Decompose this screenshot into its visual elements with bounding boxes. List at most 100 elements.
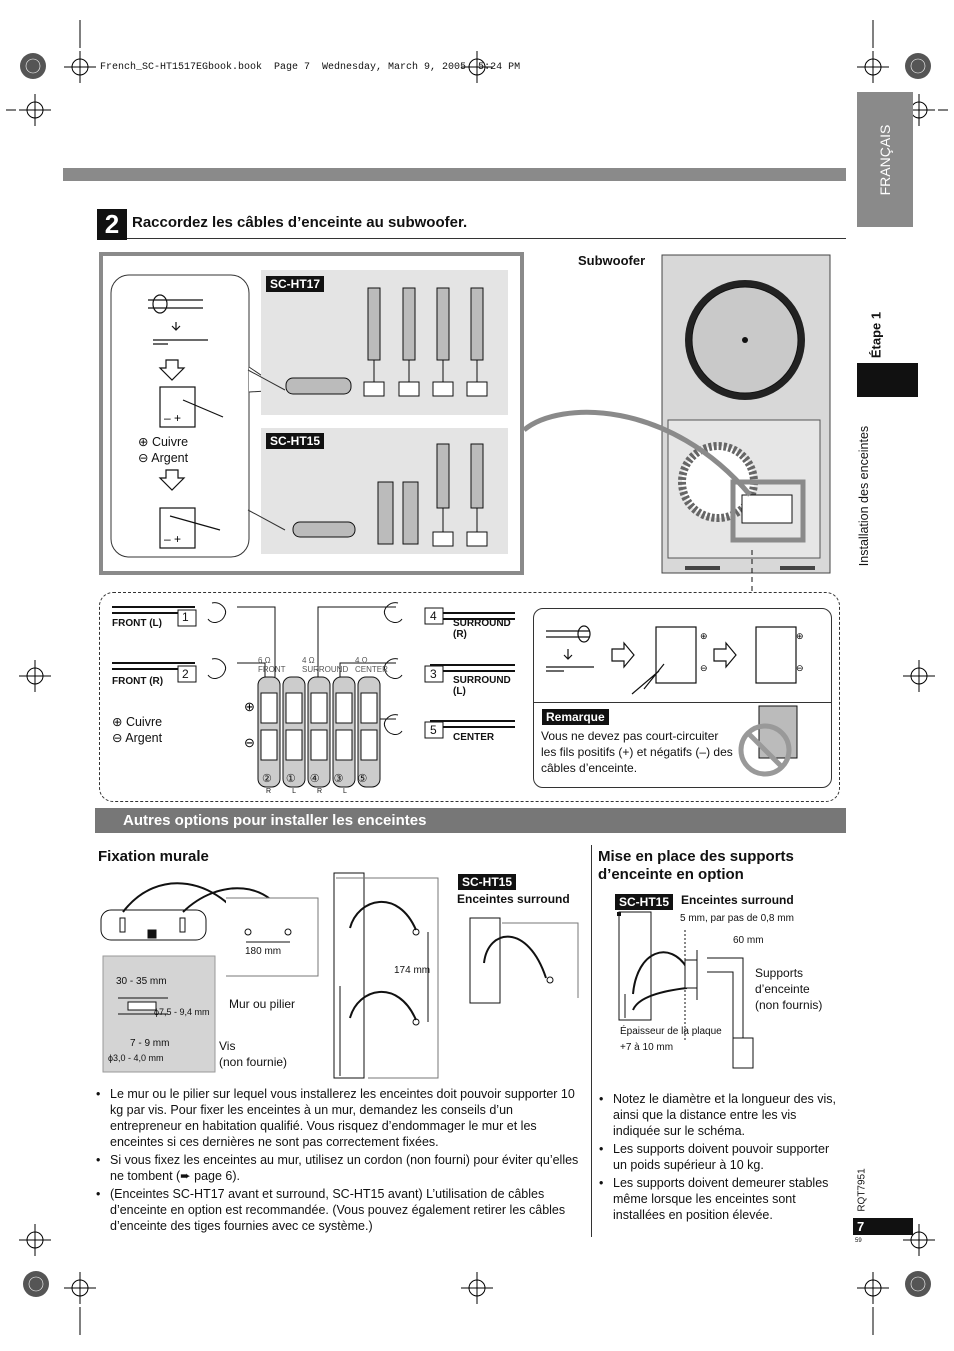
- stand-bullet: Les supports doivent demeurer stables mê…: [595, 1175, 845, 1223]
- step-number: 2: [104, 209, 120, 239]
- terminal-argent: ⊖ Argent: [112, 731, 163, 745]
- top-bar: [63, 168, 846, 181]
- terminal-num-5: 5: [430, 723, 437, 737]
- stand-bullets: Notez le diamètre et la longueur des vis…: [595, 1091, 845, 1225]
- stand-supports-1: Supports: [755, 966, 804, 980]
- model-b-speakers: [292, 443, 488, 547]
- callout-lines: [247, 369, 286, 531]
- stand-supports-3: (non fournis): [755, 998, 823, 1012]
- bottom-num: ③: [333, 773, 358, 785]
- stand-title-1: Mise en place des supports: [598, 848, 794, 865]
- wall-bullets: Le mur ou le pilier sur lequel vous inst…: [92, 1086, 586, 1236]
- page-sub: 59: [855, 1238, 862, 1244]
- remarque-text: Vous ne devez pas court-circuiter les fi…: [541, 729, 733, 775]
- remarque-box: [533, 608, 832, 788]
- terminal-cuivre-text: Cuivre: [125, 715, 163, 729]
- front-ohm: 6 Ω FRONT: [258, 656, 286, 674]
- wall-title: Fixation murale: [98, 848, 209, 865]
- stand-tag: SC-HT15: [615, 894, 674, 910]
- label-front-r: FRONT (R): [112, 676, 164, 687]
- page-number: 7: [857, 1219, 865, 1234]
- bottom-letter: L: [343, 788, 368, 795]
- svg-text:– +: – +: [164, 411, 181, 425]
- label-front-l: FRONT (L): [112, 618, 162, 629]
- wall-tag: SC-HT15: [458, 874, 517, 890]
- section-label: Installation des enceintes: [857, 425, 871, 567]
- svg-text:– +: – +: [164, 532, 181, 546]
- page-number-box: 7: [853, 1218, 913, 1235]
- terminal-cuivre: ⊕ Cuivre: [112, 715, 163, 729]
- stand-d60: 60 mm: [733, 935, 764, 946]
- model-b-tag: SC-HT15: [266, 433, 325, 449]
- model-a-tag: SC-HT17: [266, 276, 325, 292]
- language-tab: FRANÇAIS: [857, 92, 913, 227]
- bottom-letter: L: [292, 788, 317, 795]
- model-a-speakers: [285, 287, 488, 397]
- wire-prep-diagram: – + – +: [110, 274, 278, 558]
- stand-supports-2: d’enceinte: [755, 982, 810, 996]
- options-bar-title: Autres options pour installer les encein…: [123, 812, 427, 829]
- terminal-num-4: 4: [430, 609, 437, 623]
- connection-panel: [99, 252, 524, 575]
- svg-text:⊖: ⊖: [700, 663, 708, 673]
- bottom-letter: R: [316, 788, 344, 795]
- remarque-label: Remarque: [542, 709, 609, 725]
- svg-text:⊕: ⊕: [796, 631, 804, 641]
- svg-text:⊖: ⊖: [796, 663, 804, 673]
- wall-bullet: (Enceintes SC-HT17 avant et surround, SC…: [92, 1186, 586, 1234]
- remarque-divider: [534, 702, 831, 703]
- terminal-panel: [99, 592, 840, 802]
- argent-label: ⊖ Argent: [138, 451, 189, 465]
- terminal-bottom-letters: RLRL: [266, 788, 368, 795]
- terminal-num-3: 3: [430, 667, 437, 681]
- terminal-insertion-diagram: ⊕ ⊖ ⊕ ⊖: [546, 625, 804, 695]
- terminal-argent-text: Argent: [125, 731, 163, 745]
- step-label: Étape 1: [868, 311, 884, 359]
- dim-7-9: 7 - 9 mm: [130, 1038, 170, 1049]
- stand-bullet: Notez le diamètre et la longueur des vis…: [595, 1091, 845, 1139]
- stand-pitch: 5 mm, par pas de 0,8 mm: [680, 913, 794, 924]
- wall-bullet: Le mur ou le pilier sur lequel vous inst…: [92, 1086, 586, 1150]
- surround-ohm: 4 Ω SURROUND: [302, 656, 349, 674]
- svg-text:⊕: ⊕: [244, 699, 255, 714]
- column-divider: [591, 845, 592, 1237]
- label-surround-r: SURROUND (R): [453, 618, 511, 640]
- wall-mount-diagram: [100, 872, 579, 1079]
- label-surround-l: SURROUND (L): [453, 675, 511, 697]
- language-label: FRANÇAIS: [877, 124, 893, 196]
- bottom-num: ④: [309, 773, 334, 785]
- wall-surround: Enceintes surround: [457, 892, 570, 906]
- options-bar: Autres options pour installer les encein…: [95, 808, 846, 833]
- cuivre-label: ⊕ Cuivre: [138, 435, 189, 449]
- label-center: CENTER: [453, 732, 495, 743]
- screw-label: Vis: [219, 1039, 236, 1053]
- bottom-num: ②: [262, 773, 286, 785]
- subwoofer-illustration: [522, 254, 831, 595]
- screw-note: (non fournie): [219, 1055, 288, 1069]
- step-marker: [857, 363, 918, 397]
- stand-title-2: d’enceinte en option: [598, 866, 744, 883]
- doc-code: RQT7951: [856, 1168, 868, 1212]
- terminal-diagram: ⊕ ⊖: [112, 602, 515, 788]
- wall-bullet: Si vous fixez les enceintes au mur, util…: [92, 1152, 586, 1184]
- subwoofer-label: Subwoofer: [578, 253, 646, 268]
- stand-surround: Enceintes surround: [681, 893, 794, 907]
- dim-3: ϕ3,0 - 4,0 mm: [108, 1053, 164, 1063]
- svg-text:⊖: ⊖: [244, 735, 255, 750]
- center-ohm: 4 Ω CENTER: [355, 656, 388, 674]
- dim-7-5: ϕ7,5 - 9,4 mm: [154, 1007, 210, 1017]
- terminal-num-2: 2: [182, 667, 189, 681]
- svg-text:⊕: ⊕: [700, 631, 708, 641]
- terminal-bottom-nums: ②①④③⑤: [262, 772, 381, 785]
- dim-30-35: 30 - 35 mm: [116, 976, 167, 987]
- bottom-num: ⑤: [357, 773, 382, 785]
- dim-174: 174 mm: [394, 965, 431, 976]
- wall-label: Mur ou pilier: [229, 997, 296, 1011]
- step-number-box: 2: [97, 209, 127, 240]
- stand-plate-2: +7 à 10 mm: [620, 1042, 674, 1053]
- stand-diagram: [617, 911, 754, 1069]
- dim-180: 180 mm: [245, 946, 282, 957]
- step-title: Raccordez les câbles d’enceinte au subwo…: [132, 214, 468, 231]
- file-info: French_SC-HT1517EGbook.book Page 7 Wedne…: [100, 62, 521, 73]
